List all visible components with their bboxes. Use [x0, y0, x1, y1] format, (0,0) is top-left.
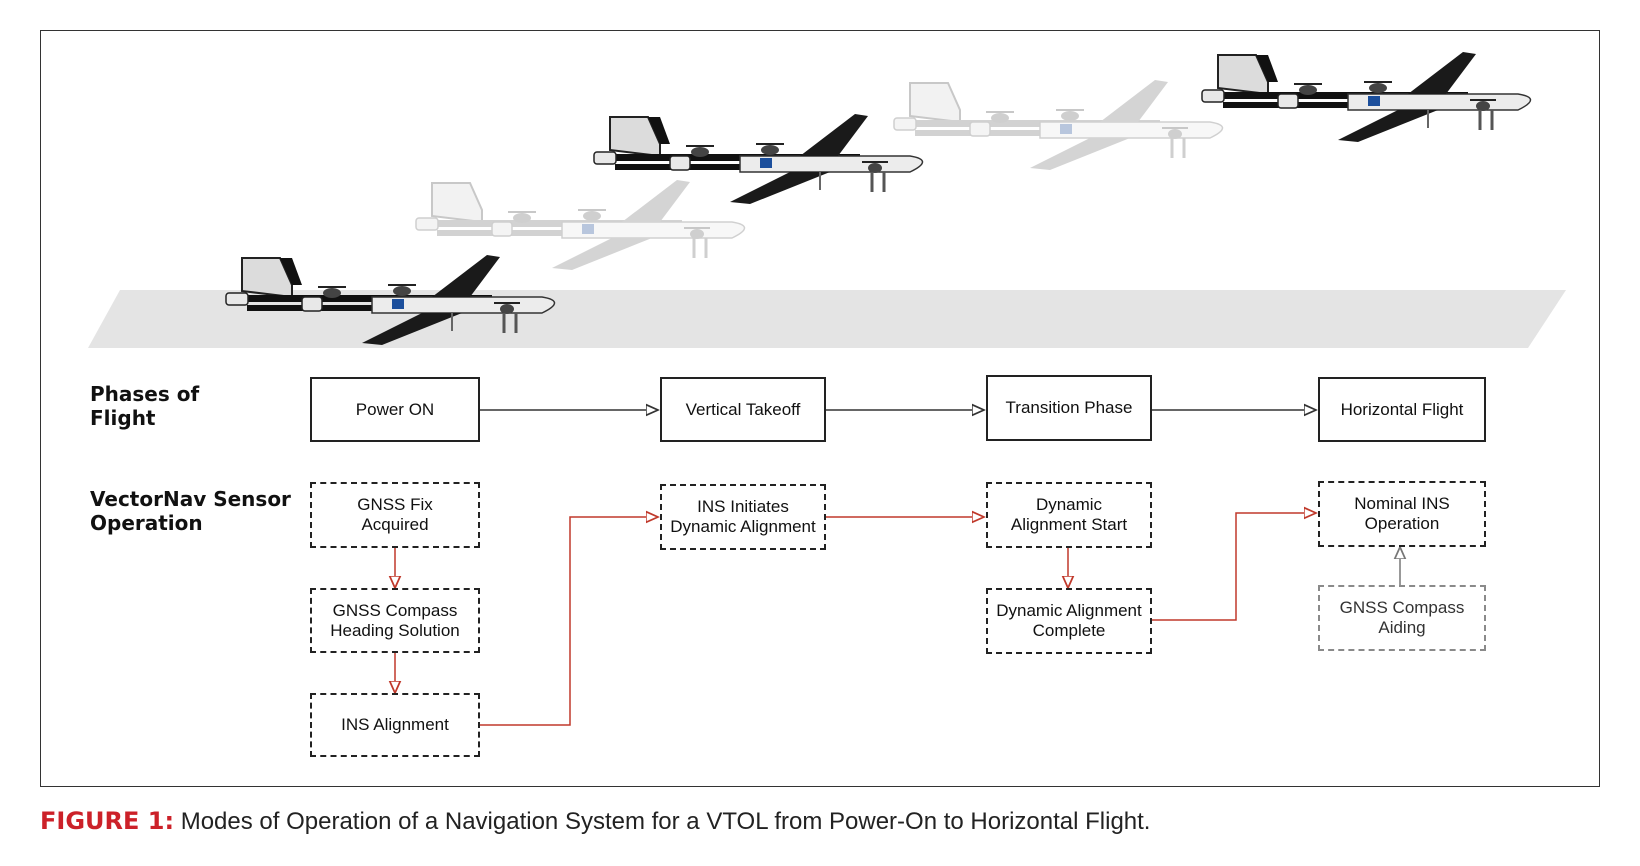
vtol-aircraft-icon [414, 178, 746, 272]
sensor-gnss-compass-aiding: GNSS Compass Aiding [1318, 585, 1486, 651]
sensor-ins-alignment: INS Alignment [310, 693, 480, 757]
sensor-ins-dynamic-alignment: INS Initiates Dynamic Alignment [660, 484, 826, 550]
figure-frame [40, 30, 1600, 787]
phases-of-flight-label: Phases of Flight [90, 382, 200, 430]
flow-arrow [480, 517, 658, 726]
vtol-aircraft-icon [592, 112, 924, 206]
phase-label: Power ON [355, 399, 435, 419]
vtol-aircraft-icon [892, 78, 1224, 172]
phase-power-on: Power ON [310, 377, 480, 442]
sensor-label: Dynamic Alignment Complete [996, 601, 1142, 640]
sensor-dynamic-alignment-complete: Dynamic Alignment Complete [986, 588, 1152, 654]
sensor-label: Dynamic Alignment Start [1010, 495, 1128, 534]
sensor-label: GNSS Compass Heading Solution [330, 600, 460, 640]
caption-label: FIGURE 1: [40, 807, 175, 835]
caption-text: Modes of Operation of a Navigation Syste… [180, 808, 1151, 835]
sensor-gnss-compass-heading: GNSS Compass Heading Solution [310, 588, 480, 653]
phase-label: Transition Phase [1005, 398, 1133, 417]
sensor-dynamic-alignment-start: Dynamic Alignment Start [986, 482, 1152, 548]
phase-horizontal-flight: Horizontal Flight [1318, 377, 1486, 442]
sensor-label: INS Initiates Dynamic Alignment [670, 497, 816, 536]
sensor-label: INS Alignment [341, 715, 449, 734]
sensor-gnss-fix: GNSS Fix Acquired [310, 482, 480, 548]
phase-vertical-takeoff: Vertical Takeoff [660, 377, 826, 442]
flow-arrow [1152, 513, 1316, 621]
phase-label: Vertical Takeoff [685, 399, 801, 419]
phase-label: Horizontal Flight [1340, 399, 1464, 419]
sensor-label: Nominal INS Operation [1354, 494, 1450, 533]
sensor-nominal-ins: Nominal INS Operation [1318, 481, 1486, 547]
phase-transition: Transition Phase [986, 375, 1152, 441]
vtol-aircraft-icon [1200, 50, 1532, 144]
sensor-operation-label: VectorNav Sensor Operation [90, 487, 291, 535]
figure-caption: FIGURE 1: Modes of Operation of a Naviga… [40, 806, 1150, 837]
sensor-label: GNSS Fix Acquired [357, 495, 433, 534]
sensor-label: GNSS Compass Aiding [1339, 598, 1465, 637]
